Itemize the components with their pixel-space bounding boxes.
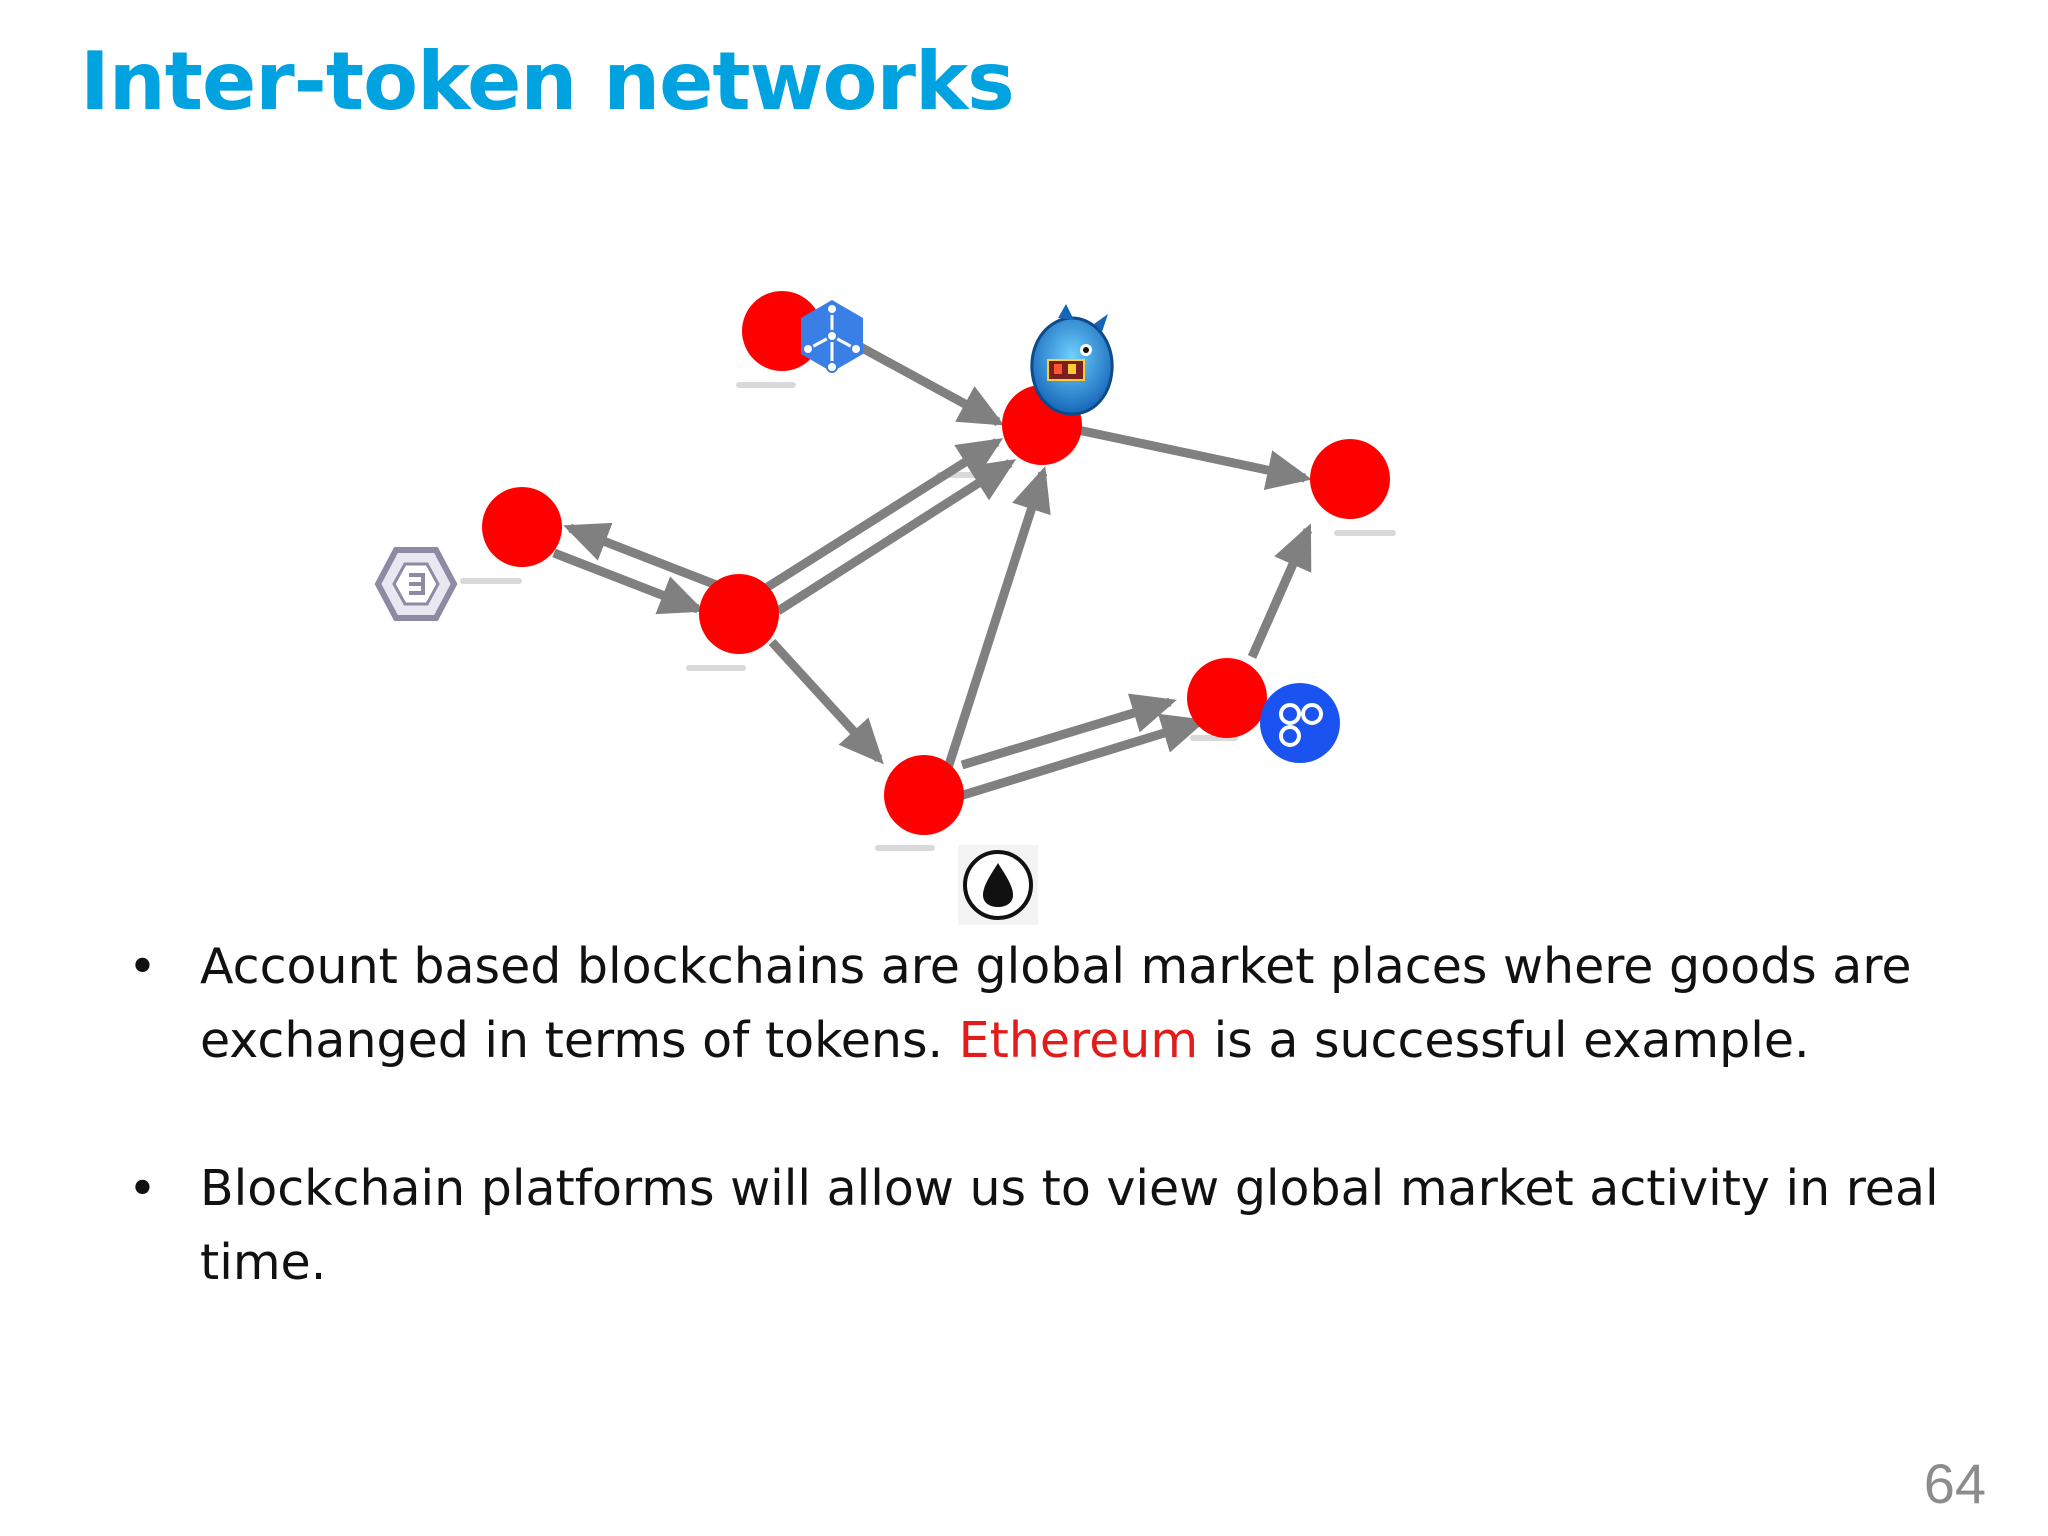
page-number: 64 bbox=[1923, 1452, 1986, 1515]
node-center bbox=[699, 574, 779, 654]
slide-title: Inter-token networks bbox=[80, 35, 1015, 128]
bullet-text: Blockchain platforms will allow us to vi… bbox=[200, 1160, 1939, 1291]
token-network-diagram bbox=[374, 291, 1396, 925]
edge-bottom-to-topcenter bbox=[943, 466, 1051, 770]
edge-bottom-to-rightlower-b bbox=[958, 713, 1207, 801]
edge-rightlower-to-right bbox=[1247, 523, 1313, 659]
node-right-lower bbox=[1187, 658, 1267, 738]
network-token-icon bbox=[801, 300, 863, 373]
bullet-item: • Blockchain platforms will allow us to … bbox=[120, 1152, 1980, 1300]
edge-center-to-topcenter-a bbox=[763, 438, 1004, 592]
edge-left-to-center bbox=[552, 548, 705, 615]
edge-center-to-left bbox=[563, 522, 726, 593]
edge-topleft-to-topcenter bbox=[852, 340, 1005, 426]
edge-center-to-topcenter-b bbox=[775, 459, 1017, 615]
bullet-item: • Account based blockchains are global m… bbox=[120, 930, 1980, 1078]
bullet-text: Account based blockchains are global mar… bbox=[200, 938, 1912, 1069]
edge-bottom-to-rightlower-a bbox=[960, 693, 1177, 770]
bullet-dot: • bbox=[128, 1160, 157, 1217]
node-bottom bbox=[884, 755, 964, 835]
edge-topcenter-to-right bbox=[1077, 425, 1313, 490]
node-right bbox=[1310, 439, 1390, 519]
highlight-text: Ethereum bbox=[958, 1012, 1199, 1069]
edges bbox=[552, 340, 1313, 801]
omisego-token-icon bbox=[1260, 683, 1340, 763]
bullet-dot: • bbox=[128, 938, 157, 995]
aragon-token-icon bbox=[958, 845, 1038, 925]
nodes bbox=[482, 291, 1390, 835]
bullet-text-end: is a successful example. bbox=[1198, 1012, 1810, 1069]
emercoin-token-icon bbox=[374, 547, 458, 621]
bullet-list: • Account based blockchains are global m… bbox=[120, 930, 1980, 1374]
dragon-token-icon bbox=[1030, 304, 1114, 416]
edge-center-to-bottom bbox=[768, 638, 884, 765]
node-left bbox=[482, 487, 562, 567]
